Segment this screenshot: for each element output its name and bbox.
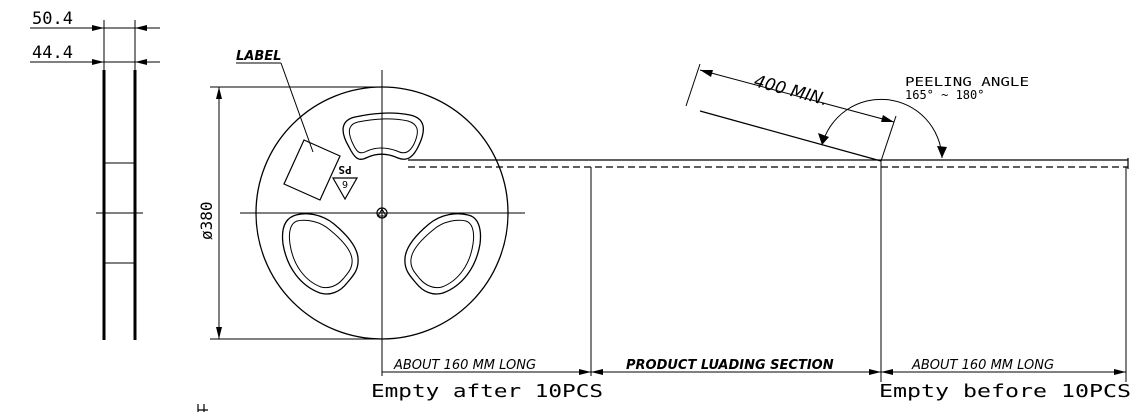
ps-recycle-mark: 6 PS: [331, 163, 359, 201]
ps-mark-text: PS: [338, 163, 351, 176]
dimension-50-4: 50.4: [30, 9, 160, 31]
reel-side-view: [96, 20, 143, 340]
tape-length-text: 400 MIN.: [752, 72, 830, 111]
reel-window-right: [404, 213, 482, 295]
empty-before-caption: Empty before 10PCS: [879, 381, 1131, 402]
peeling-angle-title: PEELING ANGLE: [905, 75, 1029, 89]
reel-window-top: [342, 112, 425, 161]
reel-window-left: [281, 213, 359, 295]
carrier-tape: [408, 158, 1129, 169]
leader-left-text: ABOUT 160 MM LONG: [393, 358, 536, 373]
empty-after-caption: Empty after 10PCS: [371, 381, 603, 402]
ps-mark-number: 6: [342, 178, 348, 189]
label-text: LABEL: [236, 49, 281, 64]
peeling-angle-indicator: PEELING ANGLE 165° ~ 180°: [818, 75, 1029, 159]
captions: Empty after 10PCS Empty before 10PCS: [371, 381, 1131, 402]
product-section-text: PRODUCT LUADING SECTION: [626, 358, 834, 373]
peeling-angle-range: 165° ~ 180°: [905, 88, 984, 102]
dimension-diameter: ø380: [197, 86, 382, 340]
section-labels: ABOUT 160 MM LONG PRODUCT LUADING SECTIO…: [382, 358, 1126, 375]
dimension-44-4-text: 44.4: [32, 43, 73, 63]
dimension-50-4-text: 50.4: [32, 9, 73, 29]
reel-front-view: LABEL 6 PS: [236, 49, 525, 372]
diameter-text: ø380: [197, 201, 216, 240]
dimension-44-4: 44.4: [30, 43, 160, 65]
peel-cover-tape: 400 MIN.: [685, 63, 897, 162]
stray-mark: [197, 404, 208, 412]
leader-right-text: ABOUT 160 MM LONG: [911, 358, 1054, 373]
section-boundaries: [381, 161, 1127, 382]
label-rectangle: LABEL: [236, 49, 341, 201]
